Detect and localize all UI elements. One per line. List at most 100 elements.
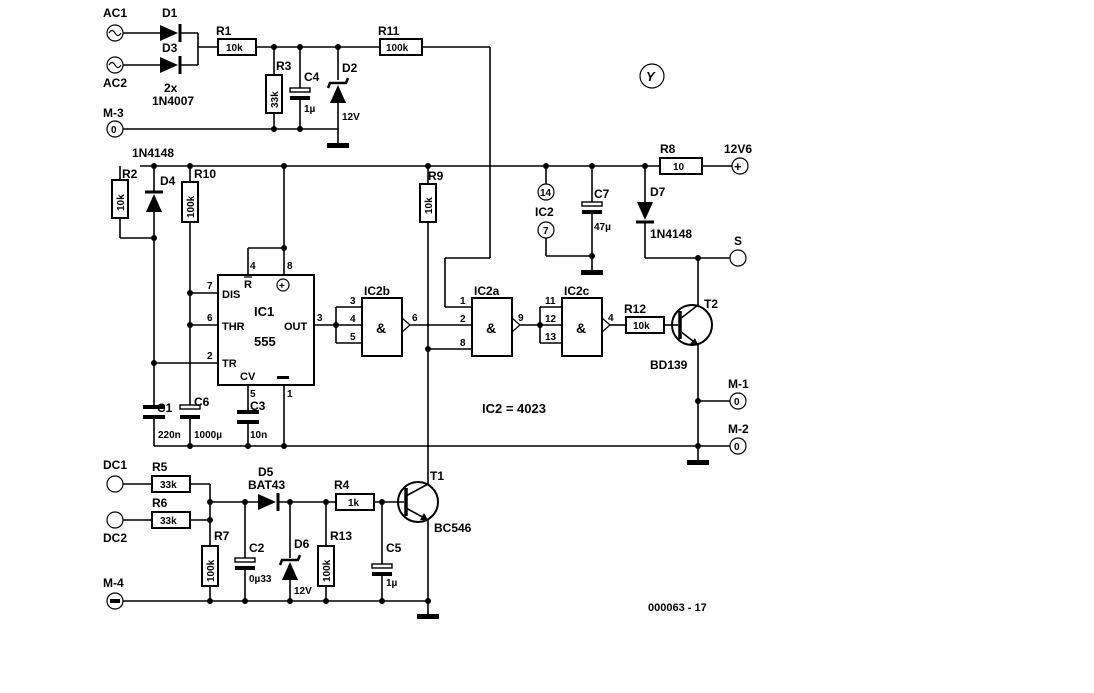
dc2-terminal (106, 511, 124, 529)
c5-value: 1µ (386, 578, 398, 589)
supply-rail: 10 R8 + 12V6 1N4148 (132, 142, 752, 175)
svg-text:13: 13 (545, 332, 557, 343)
svg-text:6: 6 (412, 313, 418, 324)
r2-value: 10k (116, 194, 127, 211)
ic1-tr: TR (222, 358, 237, 370)
r10-label: R10 (194, 167, 216, 181)
ic2b-gate: & IC2b 3 4 5 6 (333, 284, 472, 357)
svg-text:5: 5 (350, 332, 356, 343)
ic2a-label: IC2a (474, 284, 500, 298)
c5-label: C5 (386, 541, 402, 555)
dc1-label: DC1 (103, 458, 127, 472)
r9-group: 10k R9 (419, 166, 444, 484)
r9-value: 10k (424, 197, 435, 214)
p2: 2 (207, 351, 213, 362)
r1-value: 10k (226, 43, 243, 54)
svg-text:2: 2 (460, 314, 466, 325)
r8-label: R8 (660, 142, 676, 156)
d6-value: 12V (294, 586, 312, 597)
c6-value: 1000µ (194, 430, 222, 441)
d2-zener (330, 85, 346, 103)
p6: 6 (207, 313, 213, 324)
svg-text:&: & (576, 320, 586, 336)
c4-capacitor (289, 87, 311, 93)
d1-label: D1 (162, 6, 178, 20)
r12-label: R12 (624, 302, 646, 316)
t2-part: BD139 (650, 358, 688, 372)
r12-value: 10k (633, 321, 650, 332)
v12v6-label: 12V6 (724, 142, 752, 156)
t2-transistor (671, 304, 713, 346)
ic1-dis: DIS (222, 289, 240, 301)
y-mark-label: Y (646, 69, 656, 84)
svg-text:1: 1 (460, 296, 466, 307)
c2-capacitor (234, 557, 256, 563)
p1: 1 (287, 389, 293, 400)
c3-capacitor (237, 410, 259, 414)
ic2c-label: IC2c (564, 284, 590, 298)
r3-label: R3 (276, 59, 292, 73)
ic1-555-timer: IC1 555 DIS THR TR R CV OUT + 4 8 7 6 2 … (154, 166, 336, 446)
p5: 5 (250, 389, 256, 400)
m2-label: M-2 (728, 422, 749, 436)
m1-terminal (729, 392, 747, 410)
svg-text:0: 0 (111, 125, 117, 136)
ic2-power: 14 IC2 7 C7 47µ (535, 166, 611, 275)
ic2a-gate: & IC2a 1 2 8 9 (428, 284, 540, 357)
svg-text:3: 3 (350, 296, 356, 307)
d3-label: D3 (162, 41, 178, 55)
ic1-r: R (244, 279, 252, 291)
svg-text:0: 0 (734, 442, 740, 453)
d5-diode (258, 494, 276, 510)
r10-group: 100k R10 (181, 166, 216, 405)
output-stage: 10k R12 T2 BD139 S 0 M-1 0 M-2 (624, 234, 749, 465)
d7-part: 1N4148 (650, 227, 692, 241)
ic2-power-label: IC2 (535, 205, 554, 219)
r8-value: 10 (673, 162, 685, 173)
r11-value: 100k (386, 43, 409, 54)
t1-transistor (397, 481, 439, 523)
d2-label: D2 (342, 61, 358, 75)
d1-part: 1N4007 (152, 94, 194, 108)
c7-label: C7 (594, 187, 610, 201)
d4-diode (146, 194, 162, 212)
d5-part: BAT43 (248, 478, 285, 492)
d4-part: 1N4148 (132, 146, 174, 160)
ic2-note: IC2 = 4023 (482, 401, 546, 416)
s-terminal (729, 249, 747, 267)
svg-text:4: 4 (608, 313, 614, 324)
r6-label: R6 (152, 496, 168, 510)
r9-label: R9 (428, 169, 444, 183)
svg-text:&: & (486, 320, 496, 336)
d6-zener (282, 562, 298, 580)
c6-label: C6 (194, 395, 210, 409)
p4: 4 (250, 261, 256, 272)
svg-text:8: 8 (460, 338, 466, 349)
m2-terminal (729, 437, 747, 455)
figure-number: 000063 - 17 (648, 602, 707, 614)
t2-label: T2 (704, 297, 718, 311)
ic2b-body (361, 297, 403, 357)
r4-value: 1k (348, 498, 360, 509)
pin14: 14 (540, 188, 552, 199)
c4-label: C4 (304, 70, 320, 84)
d7-label: D7 (650, 185, 666, 199)
ic1-label: IC1 (254, 304, 274, 319)
svg-text:0: 0 (734, 397, 740, 408)
c4-value: 1µ (304, 104, 316, 115)
pin7: 7 (543, 226, 549, 237)
c1-label: C1 (157, 401, 173, 415)
svg-text:12: 12 (545, 314, 557, 325)
ic1-body (217, 274, 315, 386)
c2-value: 0µ33 (249, 574, 272, 585)
dc2-label: DC2 (103, 531, 127, 545)
svg-text:&: & (376, 320, 386, 336)
c1-value: 220n (158, 430, 181, 441)
r13-value: 100k (322, 559, 333, 582)
ic2a-body (471, 297, 513, 357)
d2-value: 12V (342, 112, 360, 123)
r4-label: R4 (334, 478, 350, 492)
ic1-cv: CV (240, 371, 256, 383)
c3-label: C3 (250, 399, 266, 413)
